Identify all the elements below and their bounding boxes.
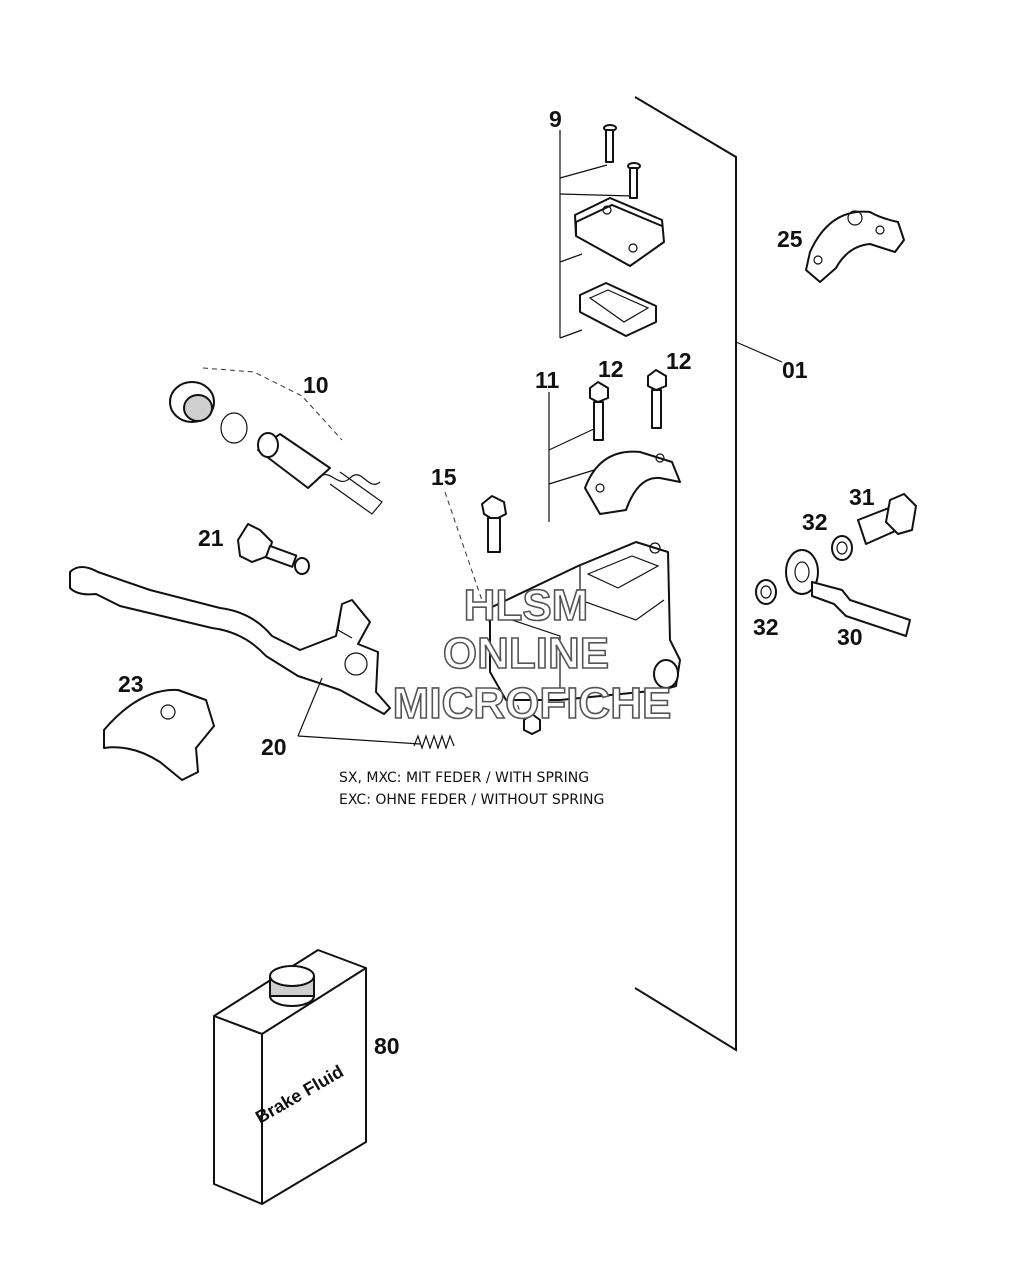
- callout-12b: 12: [666, 348, 692, 374]
- callout-30: 30: [837, 624, 863, 650]
- callout-15: 15: [431, 464, 457, 490]
- callout-01: 01: [782, 357, 808, 383]
- part-23-lever-guard[interactable]: [103, 688, 215, 781]
- watermark-line-3: MICROFICHE: [393, 679, 672, 728]
- callout-23: 23: [118, 671, 144, 697]
- watermark-line-1: HLSM: [464, 581, 589, 630]
- part-9-reservoir-cover-group[interactable]: [559, 124, 665, 339]
- callout-10: 10: [303, 372, 329, 398]
- part-30-brake-hose[interactable]: [785, 549, 911, 637]
- part-25-handlebar-clamp[interactable]: [805, 210, 905, 283]
- part-20-brake-lever[interactable]: [69, 566, 455, 750]
- callout-80: 80: [374, 1033, 400, 1059]
- note-with-spring: SX, MXC: MIT FEDER / WITH SPRING: [339, 770, 589, 786]
- callout-32a: 32: [802, 509, 828, 535]
- watermark-line-2: ONLINE: [443, 629, 609, 678]
- note-without-spring: EXC: OHNE FEDER / WITHOUT SPRING: [339, 792, 604, 808]
- part-32-sealing-washers[interactable]: [755, 535, 853, 605]
- callout-21: 21: [198, 525, 224, 551]
- part-31-banjo-bolt[interactable]: [857, 493, 917, 545]
- watermark: HLSM ONLINE MICROFICHE: [392, 580, 672, 729]
- part-11-12-bolts-and-clamp[interactable]: [548, 369, 681, 522]
- callout-32b: 32: [753, 614, 779, 640]
- callout-25: 25: [777, 226, 803, 252]
- callout-11: 11: [535, 367, 560, 393]
- part-80-brake-fluid-container[interactable]: Brake Fluid: [213, 949, 367, 1205]
- part-21-adjuster-screw[interactable]: [237, 523, 310, 575]
- part-01-master-cylinder-body[interactable]: [489, 541, 681, 701]
- assembly-bracket-01: [634, 96, 783, 1052]
- part-10-piston-kit[interactable]: [169, 367, 383, 515]
- callout-9: 9: [549, 106, 562, 132]
- callout-31: 31: [849, 484, 875, 510]
- callout-12a: 12: [598, 356, 624, 382]
- callout-20: 20: [261, 734, 287, 760]
